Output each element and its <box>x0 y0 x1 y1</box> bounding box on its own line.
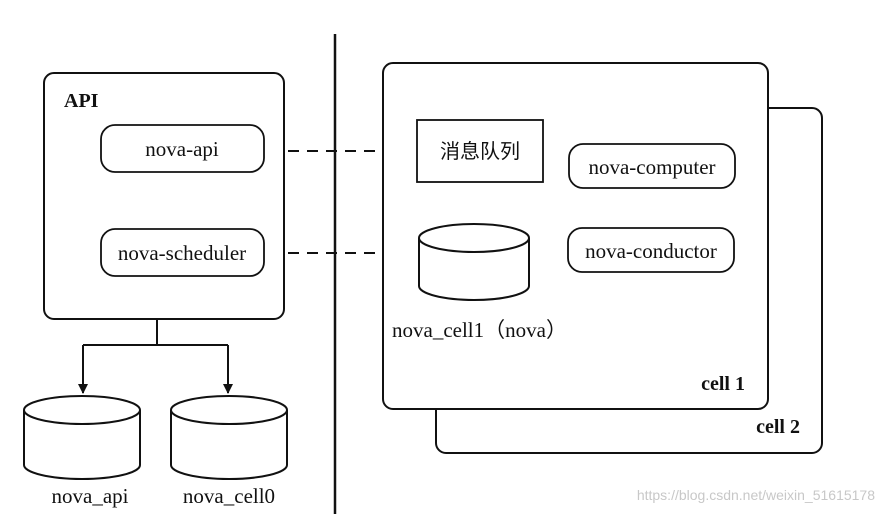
cell1-db-label: nova_cell1（nova） <box>392 318 567 342</box>
nova-api-database <box>23 395 141 480</box>
api-db-connector <box>78 319 233 394</box>
message-queue-label: 消息队列 <box>440 139 520 163</box>
watermark: https://blog.csdn.net/weixin_51615178 <box>637 487 875 503</box>
nova-conductor-label: nova-conductor <box>585 239 717 263</box>
nova-scheduler-node <box>100 228 265 277</box>
nova-cell0-database <box>170 395 288 480</box>
nova-api-node <box>100 124 265 173</box>
cell2-title: cell 2 <box>756 416 800 438</box>
nova-computer-node <box>568 143 736 189</box>
nova-api-db-label: nova_api <box>52 484 129 508</box>
api-title: API <box>64 90 99 112</box>
nova-api-label: nova-api <box>145 137 219 161</box>
nova-computer-label: nova-computer <box>588 155 715 179</box>
nova-scheduler-label: nova-scheduler <box>118 241 246 265</box>
cell1-title: cell 1 <box>701 373 745 395</box>
message-queue-box <box>416 119 544 183</box>
cell1-database <box>418 223 530 301</box>
nova-conductor-node <box>567 227 735 273</box>
nova-cell0-db-label: nova_cell0 <box>183 484 275 508</box>
